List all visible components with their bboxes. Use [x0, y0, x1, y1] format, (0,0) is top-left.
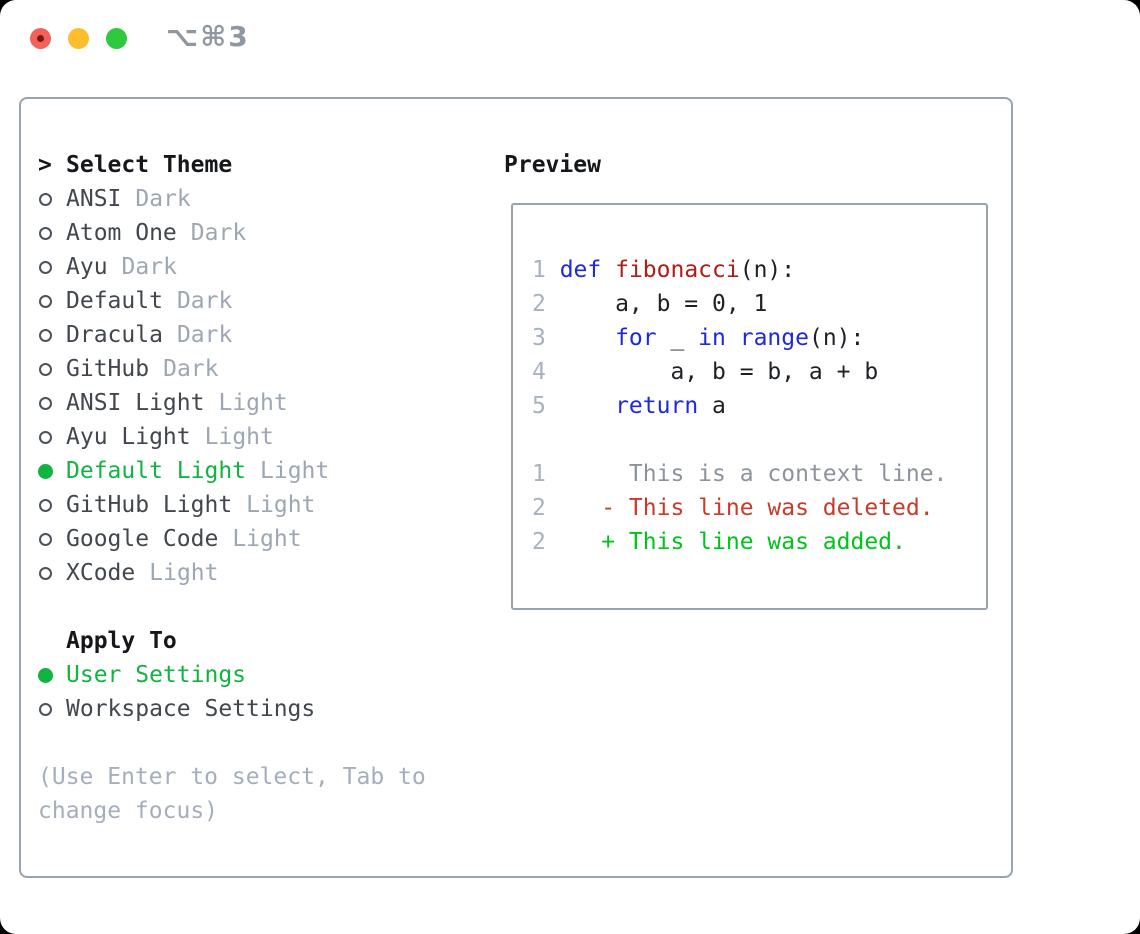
- theme-option-github-light-light[interactable]: GitHub Light Light: [38, 488, 478, 522]
- radio-icon: [38, 226, 66, 240]
- theme-option-ansi-dark[interactable]: ANSI Dark: [38, 182, 478, 216]
- radio-icon: [38, 328, 66, 342]
- radio-icon: [38, 362, 66, 376]
- line-number: 1: [532, 461, 546, 487]
- theme-option-dracula-dark[interactable]: Dracula Dark: [38, 318, 478, 352]
- code-line: 3 for _ in range(n):: [532, 321, 986, 355]
- option-label: Ayu: [66, 254, 108, 280]
- zoom-button[interactable]: [106, 28, 127, 49]
- option-label: GitHub: [66, 356, 150, 382]
- radio-icon: [38, 498, 66, 512]
- apply-option-user-settings[interactable]: User Settings: [38, 658, 478, 692]
- select-theme-header: > Select Theme: [38, 148, 478, 182]
- option-variant-label: Dark: [163, 356, 219, 382]
- apply-to-header: Apply To: [38, 624, 478, 658]
- radio-icon: [38, 192, 66, 206]
- spacer: [38, 590, 478, 624]
- theme-option-github-dark[interactable]: GitHub Dark: [38, 352, 478, 386]
- code-line: 2 - This line was deleted.: [532, 491, 986, 525]
- radio-icon: [38, 532, 66, 546]
- line-number: 2: [532, 529, 546, 555]
- option-variant-label: Dark: [176, 288, 233, 314]
- option-variant-label: Light: [218, 390, 288, 416]
- option-label: Dracula: [66, 322, 163, 348]
- line-number: 1: [532, 257, 546, 283]
- line-number: 3: [532, 325, 546, 351]
- line-number: 2: [532, 291, 546, 317]
- theme-option-ayu-dark[interactable]: Ayu Dark: [38, 250, 478, 284]
- radio-selected-icon: [38, 667, 66, 683]
- line-number: 5: [532, 393, 546, 419]
- option-variant-label: Light: [149, 560, 219, 586]
- code-line: 4 a, b = b, a + b: [532, 355, 986, 389]
- theme-option-ayu-light-light[interactable]: Ayu Light Light: [38, 420, 478, 454]
- theme-option-default-dark[interactable]: Default Dark: [38, 284, 478, 318]
- code-line: 1 This is a context line.: [532, 457, 986, 491]
- option-variant-label: Dark: [135, 186, 191, 212]
- option-variant-label: Light: [260, 458, 330, 484]
- option-label: User Settings: [66, 662, 247, 688]
- radio-selected-icon: [38, 463, 66, 479]
- option-variant-label: Dark: [121, 254, 177, 280]
- option-label: XCode: [66, 560, 136, 586]
- code-line: 2 a, b = 0, 1: [532, 287, 986, 321]
- spacer: [38, 726, 478, 760]
- apply-to-title: Apply To: [66, 628, 177, 654]
- theme-option-google-code-light[interactable]: Google Code Light: [38, 522, 478, 556]
- option-label: Ayu Light: [66, 424, 191, 450]
- titlebar: ⌥⌘3: [0, 0, 1140, 76]
- option-variant-label: Light: [204, 424, 274, 450]
- focus-caret: >: [38, 152, 52, 178]
- option-variant-label: Light: [232, 526, 302, 552]
- option-label: Google Code: [66, 526, 219, 552]
- code-line: 5 return a: [532, 389, 986, 423]
- line-number: 2: [532, 495, 546, 521]
- option-variant-label: Light: [246, 492, 316, 518]
- radio-icon: [38, 294, 66, 308]
- option-label: ANSI: [66, 186, 122, 212]
- option-label: Atom One: [66, 220, 177, 246]
- apply-option-workspace-settings[interactable]: Workspace Settings: [38, 692, 478, 726]
- theme-option-default-light-light[interactable]: Default Light Light: [38, 454, 478, 488]
- close-button[interactable]: [30, 28, 51, 49]
- option-label: ANSI Light: [66, 390, 205, 416]
- radio-icon: [38, 566, 66, 580]
- theme-option-atom-one-dark[interactable]: Atom One Dark: [38, 216, 478, 250]
- code-line: 2 + This line was added.: [532, 525, 986, 559]
- hint-text: (Use Enter to select, Tab to change focu…: [38, 764, 426, 824]
- option-label: GitHub Light: [66, 492, 233, 518]
- option-label: Default Light: [66, 458, 247, 484]
- option-variant-label: Dark: [190, 220, 247, 246]
- option-variant-label: Dark: [176, 322, 233, 348]
- radio-icon: [38, 430, 66, 444]
- radio-icon: [38, 702, 66, 716]
- minimize-button[interactable]: [68, 28, 89, 49]
- line-number: 4: [532, 359, 546, 385]
- window-shortcut-label: ⌥⌘3: [166, 20, 250, 53]
- option-label: Workspace Settings: [66, 696, 316, 722]
- theme-option-ansi-light-light[interactable]: ANSI Light Light: [38, 386, 478, 420]
- code-line: [532, 423, 986, 457]
- radio-icon: [38, 260, 66, 274]
- option-label: Default: [66, 288, 163, 314]
- unsaved-dot-icon: [37, 35, 44, 42]
- radio-icon: [38, 396, 66, 410]
- preview-title: Preview: [504, 152, 601, 178]
- select-theme-title: Select Theme: [66, 152, 233, 178]
- theme-option-xcode-light[interactable]: XCode Light: [38, 556, 478, 590]
